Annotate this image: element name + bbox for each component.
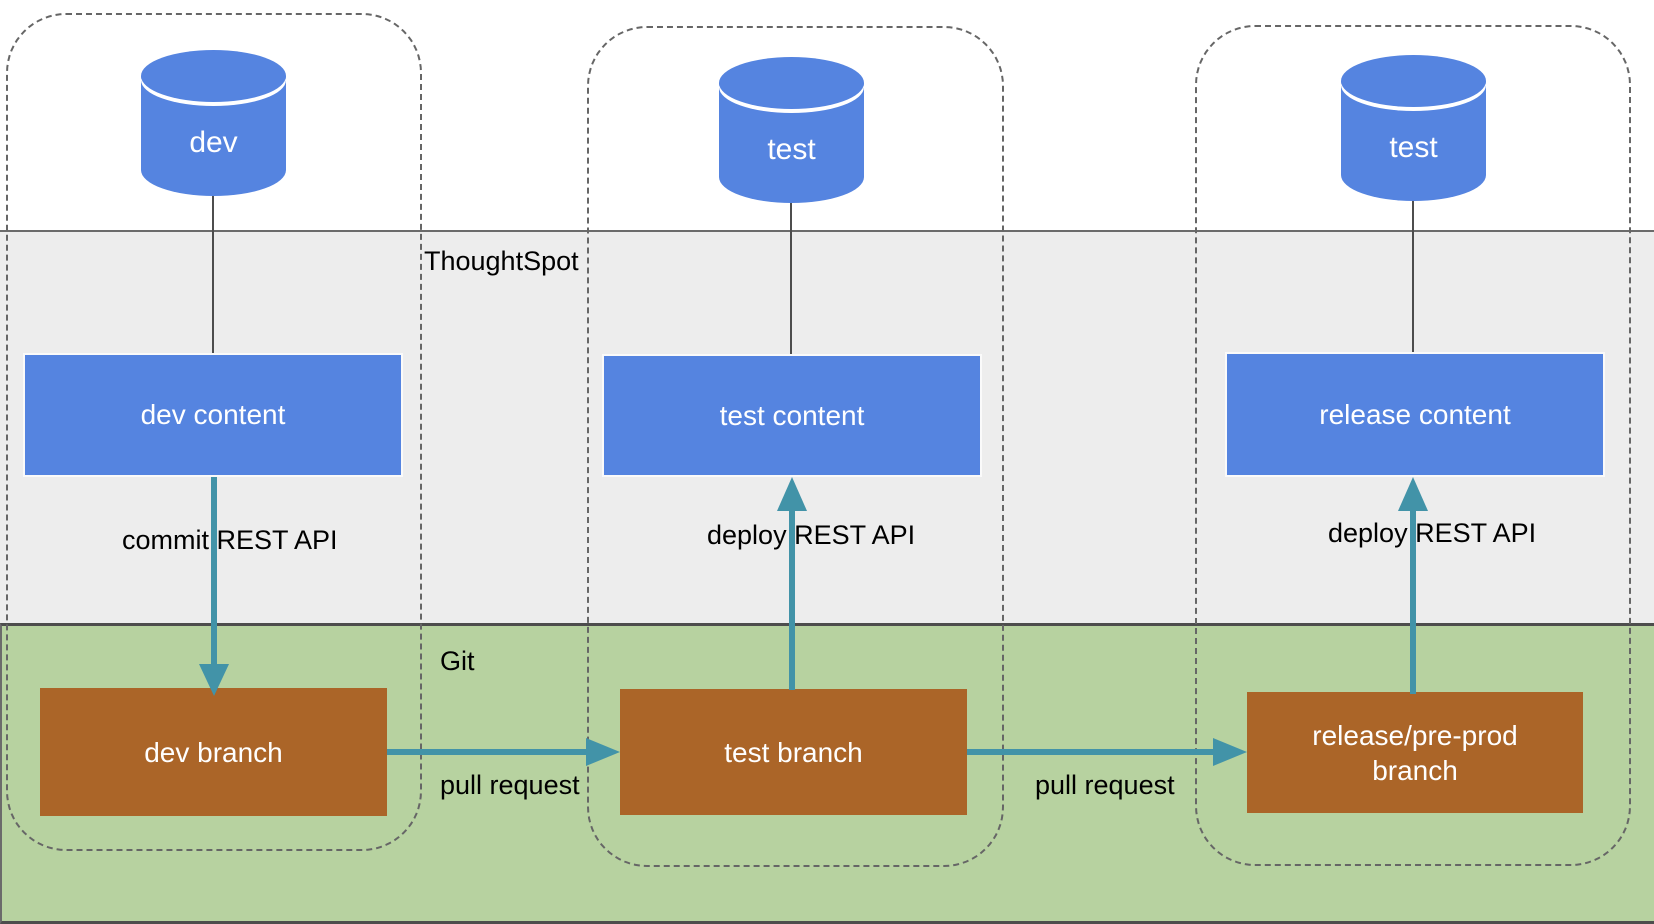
pull-request-arrow-1-line — [387, 749, 587, 755]
release-content-label: release content — [1319, 398, 1511, 430]
dev-db-connector-line — [212, 194, 214, 354]
deploy-rest-api-test-label: deploy REST API — [707, 520, 916, 550]
pull-request-arrow-2-line — [967, 749, 1215, 755]
test-database-label: test — [767, 133, 816, 166]
dev-content-box: dev content — [23, 353, 403, 477]
release-branch-box: release/pre-prod branch — [1247, 692, 1583, 813]
release-db-connector-line — [1412, 199, 1414, 353]
pull-request-arrow-1-head-icon — [586, 738, 620, 766]
commit-arrow-head-down-icon — [199, 664, 229, 696]
env-group-dev — [6, 13, 422, 851]
pull-request-label-1: pull request — [440, 770, 580, 800]
dev-database-label: dev — [189, 126, 238, 159]
test-content-label: test content — [719, 399, 865, 431]
test-content-box: test content — [602, 354, 982, 477]
release-database-icon: test — [1341, 55, 1486, 201]
cylinder-top — [141, 50, 286, 102]
test-database-icon: test — [719, 57, 864, 203]
deploy-test-arrow-line — [789, 509, 795, 690]
test-db-connector-line — [790, 201, 792, 355]
deploy-release-arrow-line — [1410, 509, 1416, 694]
cylinder-top — [1341, 55, 1486, 107]
release-branch-label: release/pre-prod branch — [1312, 719, 1518, 786]
test-branch-label: test branch — [724, 736, 863, 768]
deploy-release-arrow-head-up-icon — [1398, 477, 1428, 511]
env-group-release — [1195, 25, 1631, 866]
dev-branch-box: dev branch — [40, 688, 387, 816]
pull-request-label-2: pull request — [1035, 770, 1175, 800]
cylinder-top — [719, 57, 864, 109]
dev-branch-label: dev branch — [144, 736, 283, 768]
commit-rest-api-label: commit REST API — [122, 525, 338, 555]
commit-arrow-line — [211, 477, 217, 665]
release-database-label: test — [1389, 131, 1438, 164]
release-content-box: release content — [1225, 352, 1605, 477]
test-branch-box: test branch — [620, 689, 967, 815]
thoughtspot-band-label: ThoughtSpot — [424, 246, 579, 276]
deploy-test-arrow-head-up-icon — [777, 477, 807, 511]
deploy-rest-api-release-label: deploy REST API — [1328, 518, 1537, 548]
dev-content-label: dev content — [140, 399, 286, 430]
dev-database-icon: dev — [141, 50, 286, 196]
env-group-test — [587, 26, 1004, 867]
git-band-label: Git — [440, 646, 475, 676]
pull-request-arrow-2-head-icon — [1213, 738, 1247, 766]
